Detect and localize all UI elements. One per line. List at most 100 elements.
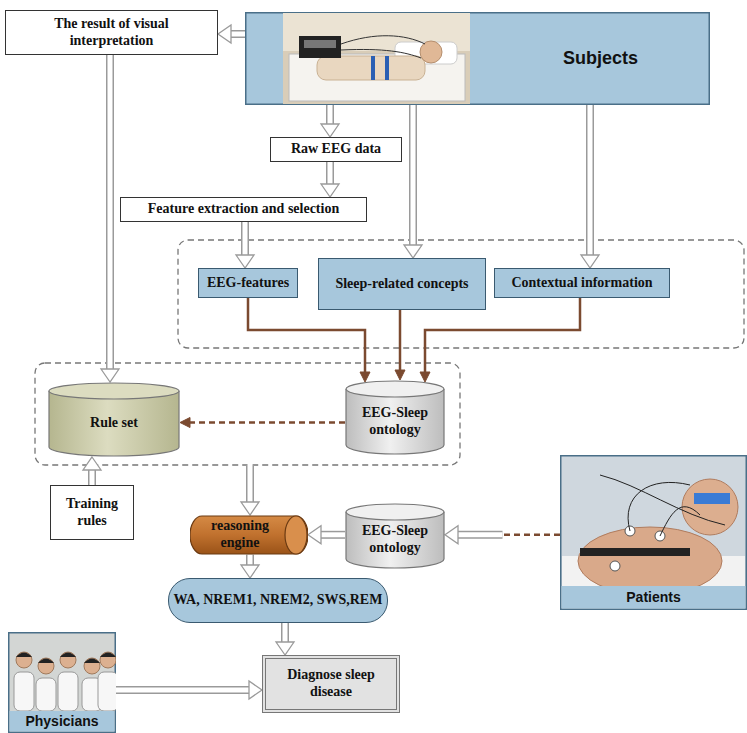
input-box: Sleep-related concepts [318,258,486,310]
node-label: Sleep-related concepts [335,276,468,293]
connector-line [399,310,402,371]
result-pill: WA, NREM1, NREM2, SWS,REM [168,578,388,623]
node-label: Patients [626,589,680,606]
arrow-head [321,124,339,137]
node-label: Feature extraction and selection [148,201,339,218]
node-label: Training rules [57,496,127,530]
connector-outline [116,686,249,694]
arrow-head [581,255,599,268]
connector-fill [108,55,113,369]
database-cylinder: EEG-Sleep ontology [345,503,445,569]
node-label: WA, NREM1, NREM2, SWS,REM [174,592,383,609]
arrow-head [180,418,190,428]
arrow-head [241,565,259,578]
flow-arrow [180,418,345,428]
flow-arrow [321,105,339,137]
node-label: Rule set [90,415,138,432]
flow-arrow [581,105,599,268]
flow-arrow [404,105,422,258]
patients-panel: Patients [560,455,747,610]
node-label: reasoning engine [198,518,282,552]
connector-fill [243,222,248,255]
flow-arrow [248,298,370,382]
arrow-head [83,457,101,470]
connector-outline [246,555,254,565]
process-box: Training rules [50,485,134,540]
node-label: EEG-Sleep ontology [351,523,439,557]
flow-arrow [420,298,580,382]
flow-arrow [445,526,560,544]
connector-line [503,534,561,537]
node-label: The result of visual interpretation [12,16,211,50]
connector-fill [321,532,345,537]
node-label: Diagnose sleep disease [272,667,390,701]
connector-outline [231,30,245,38]
node-label: Raw EEG data [291,141,381,158]
flow-arrow [276,623,294,655]
connector-outline [326,162,334,184]
photo-illustration [245,12,710,105]
connector-outline [409,105,417,245]
arrow-head [420,372,430,382]
engine-cylinder: reasoning engine [190,515,308,555]
flow-arrow [395,310,405,380]
connector-outline [281,623,289,642]
database-cylinder: EEG-Sleep ontology [345,380,445,455]
flow-arrow [116,681,262,699]
connector-fill [328,162,333,184]
flow-arrow [321,162,339,197]
arrow-head [236,255,254,268]
photo-illustration [560,455,747,610]
arrow-head [218,25,231,43]
process-box: Feature extraction and selection [120,197,367,222]
group-outline [178,240,744,348]
subjects-panel: Subjects [245,12,710,105]
arrow-head [276,642,294,655]
physicians-panel: Physicians [8,632,116,733]
connector-fill [90,470,95,485]
connector-fill [458,532,503,537]
connector-fill [411,105,416,245]
node-label: EEG-Sleep ontology [351,405,439,439]
connector-fill [328,105,333,124]
connector-line [189,421,345,424]
arrow-head [308,526,321,544]
connector-outline [106,55,114,369]
node-label: Contextual information [511,275,652,292]
node-label: Subjects [563,48,638,70]
arrow-head [321,184,339,197]
node-label: Physicians [25,713,98,730]
flow-arrow [83,457,101,485]
flow-arrow [101,55,119,382]
flow-arrow [308,526,345,544]
connector-outline [241,222,249,255]
connector-outline [586,105,594,255]
flow-arrow [236,222,254,268]
arrow-head [249,681,262,699]
node-label: EEG-features [207,275,289,292]
connector-outline [88,470,96,485]
arrow-head [101,369,119,382]
output-box: Diagnose sleep disease [262,655,400,713]
group-outline [35,363,460,465]
connector-outline [321,531,345,539]
flow-arrow [241,555,259,578]
connector-fill [283,623,288,642]
arrow-head [395,370,405,380]
process-box: Raw EEG data [270,137,402,162]
arrow-head [360,372,370,382]
database-cylinder: Rule set [48,382,180,457]
arrow-head [404,245,422,258]
input-box: Contextual information [494,268,670,298]
connector-fill [588,105,593,255]
connector-fill [231,32,245,37]
input-box: EEG-features [198,268,298,298]
group-arrow [241,464,259,515]
flow-arrow [218,25,245,43]
connector-fill [248,555,253,565]
arrow-head [445,526,458,544]
connector-fill [116,688,249,693]
connector-outline [326,105,334,124]
connector-outline [458,531,503,539]
